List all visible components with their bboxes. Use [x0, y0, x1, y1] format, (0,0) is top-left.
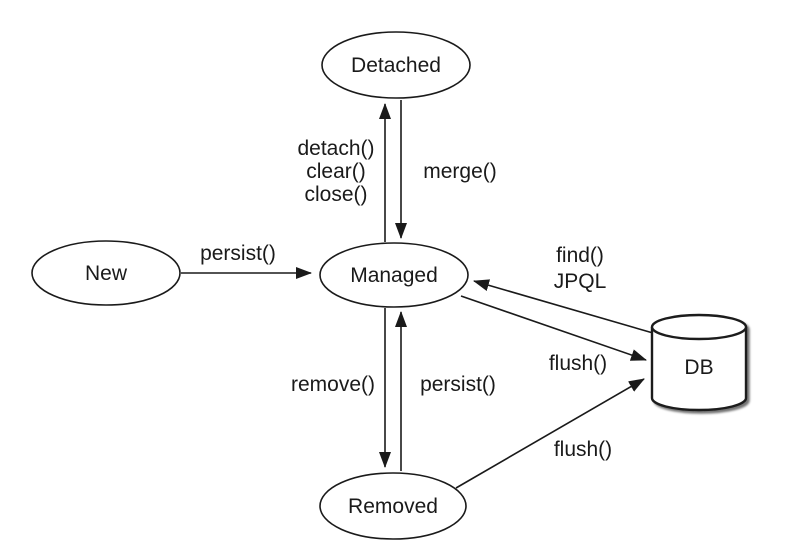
edge-label-persist-new: persist() [200, 242, 276, 265]
node-removed-ellipse [319, 472, 467, 540]
node-db-label: DB [684, 356, 713, 379]
node-managed: Managed [319, 242, 469, 308]
edge-merge-detached-to-managed: merge() [395, 100, 497, 239]
edge-label-jpql: JPQL [554, 270, 607, 293]
node-detached: Detached [321, 31, 471, 99]
db-cylinder-top [650, 313, 748, 341]
node-detached-label: Detached [351, 54, 441, 77]
edge-label-find: find() [556, 244, 604, 267]
node-detached-ellipse [321, 31, 471, 99]
edge-label-flush-managed: flush() [549, 352, 607, 375]
node-removed-label: Removed [348, 495, 438, 518]
edge-line-find [473, 279, 654, 334]
node-removed: Removed [319, 472, 467, 540]
edge-line-flush-removed [455, 378, 645, 489]
edge-label-detach: detach() [297, 137, 374, 160]
edge-detach-managed-to-detached: detach() clear() close() [297, 103, 391, 242]
node-new: New [31, 240, 181, 306]
node-managed-ellipse [319, 242, 469, 308]
edge-line-flush-managed [460, 295, 647, 361]
edge-remove-managed-to-removed: remove() [291, 308, 391, 468]
edge-find-db-to-managed: find() JPQL [473, 244, 654, 334]
edge-persist-new-to-managed: persist() [181, 242, 312, 279]
node-new-label: New [85, 262, 128, 285]
edge-label-clear: clear() [306, 160, 366, 183]
edge-label-close: close() [304, 183, 367, 206]
edge-label-remove: remove() [291, 373, 375, 396]
edge-flush-managed-to-db: flush() [460, 295, 647, 375]
node-db [650, 313, 748, 412]
node-managed-label: Managed [350, 264, 438, 287]
edge-label-merge: merge() [423, 160, 497, 183]
node-new-ellipse [31, 240, 181, 306]
edge-label-flush-removed: flush() [554, 438, 612, 461]
edge-label-persist-removed: persist() [420, 373, 496, 396]
edge-flush-removed-to-db: flush() [455, 378, 645, 489]
db-cylinder-body [650, 327, 748, 412]
edge-persist-removed-to-managed: persist() [395, 311, 496, 471]
